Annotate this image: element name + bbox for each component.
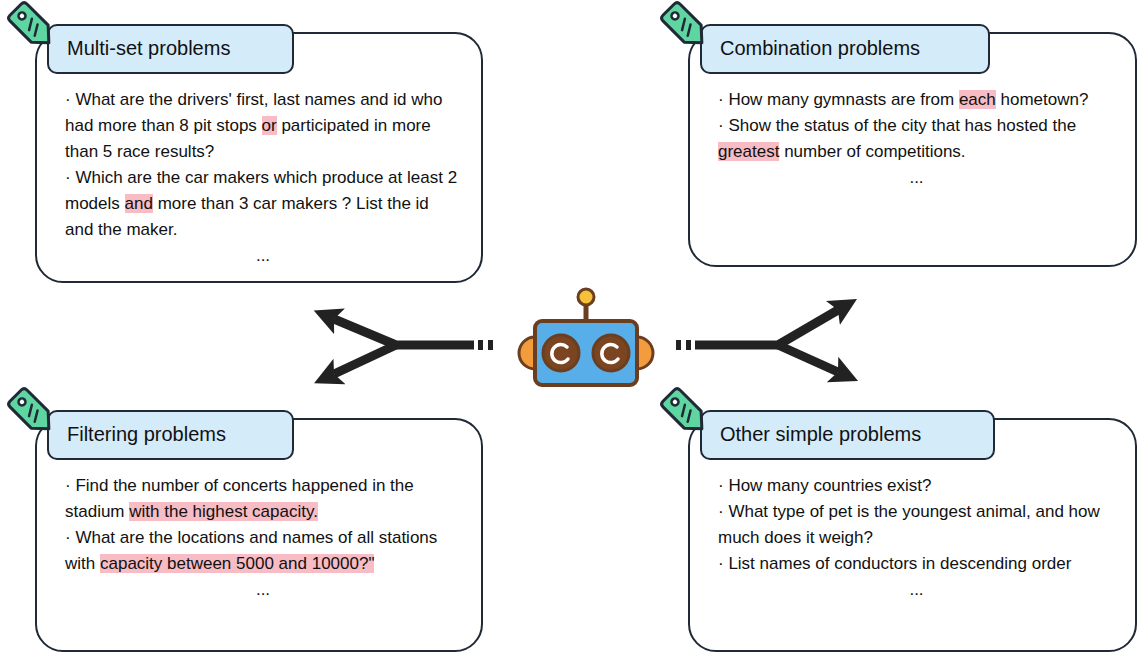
category-box: · How many countries exist?· What type o… bbox=[688, 418, 1137, 652]
question-text: ... bbox=[718, 165, 1115, 191]
robot-antenna-tip bbox=[578, 289, 594, 305]
category-title: Other simple problems bbox=[720, 412, 921, 457]
question-text: · What are the drivers' first, last name… bbox=[65, 87, 461, 165]
robot-eye bbox=[543, 335, 579, 371]
tag-icon bbox=[7, 387, 57, 437]
category-tab: Combination problems bbox=[700, 24, 990, 74]
robot-ear bbox=[519, 337, 535, 369]
question-text: · List names of conductors in descending… bbox=[718, 551, 1115, 577]
question-text: · How many gymnasts are from each hometo… bbox=[718, 87, 1115, 113]
category-title: Multi-set problems bbox=[67, 26, 230, 71]
dash-mark bbox=[478, 340, 483, 350]
keyword-highlight: or bbox=[262, 116, 277, 135]
question-text: · Find the number of concerts happened i… bbox=[65, 473, 461, 525]
keyword-highlight: capacity between 5000 and 10000?" bbox=[100, 554, 374, 573]
category-box: · Find the number of concerts happened i… bbox=[35, 418, 483, 652]
dash-mark bbox=[686, 340, 691, 350]
dash-mark bbox=[488, 340, 493, 350]
fork-arrow bbox=[334, 319, 474, 345]
tag-icon bbox=[660, 387, 710, 437]
robot-eye-swirl bbox=[552, 345, 568, 363]
category-box: · How many gymnasts are from each hometo… bbox=[688, 32, 1137, 267]
fork-arrow bbox=[778, 345, 838, 372]
category-tab: Filtering problems bbox=[47, 410, 294, 460]
robot-eye bbox=[593, 335, 629, 371]
category-tab: Other simple problems bbox=[700, 410, 995, 460]
keyword-highlight: and bbox=[125, 194, 153, 213]
tag-icon bbox=[7, 1, 57, 51]
question-text: ... bbox=[65, 577, 461, 603]
keyword-highlight: each bbox=[959, 90, 996, 109]
question-text: · How many countries exist? bbox=[718, 473, 1115, 499]
question-text: ... bbox=[65, 243, 461, 269]
question-text: ... bbox=[718, 577, 1115, 603]
robot-icon bbox=[519, 289, 653, 385]
category-tab: Multi-set problems bbox=[47, 24, 294, 74]
category-title: Filtering problems bbox=[67, 412, 226, 457]
question-text: · Show the status of the city that has h… bbox=[718, 113, 1115, 165]
keyword-highlight: with the highest capacity. bbox=[129, 502, 318, 521]
tag-icon bbox=[660, 1, 710, 51]
robot-head bbox=[535, 321, 637, 385]
robot-eye-swirl bbox=[602, 345, 618, 363]
fork-arrow bbox=[695, 310, 838, 345]
dash-mark bbox=[676, 340, 681, 350]
robot-ear bbox=[637, 337, 653, 369]
keyword-highlight: greatest bbox=[718, 142, 779, 161]
question-text: · What type of pet is the youngest anima… bbox=[718, 499, 1115, 551]
question-text: · What are the locations and names of al… bbox=[65, 525, 461, 577]
category-title: Combination problems bbox=[720, 26, 920, 71]
category-box: · What are the drivers' first, last name… bbox=[35, 32, 483, 283]
question-text: · Which are the car makers which produce… bbox=[65, 165, 461, 243]
fork-arrow bbox=[334, 345, 396, 374]
